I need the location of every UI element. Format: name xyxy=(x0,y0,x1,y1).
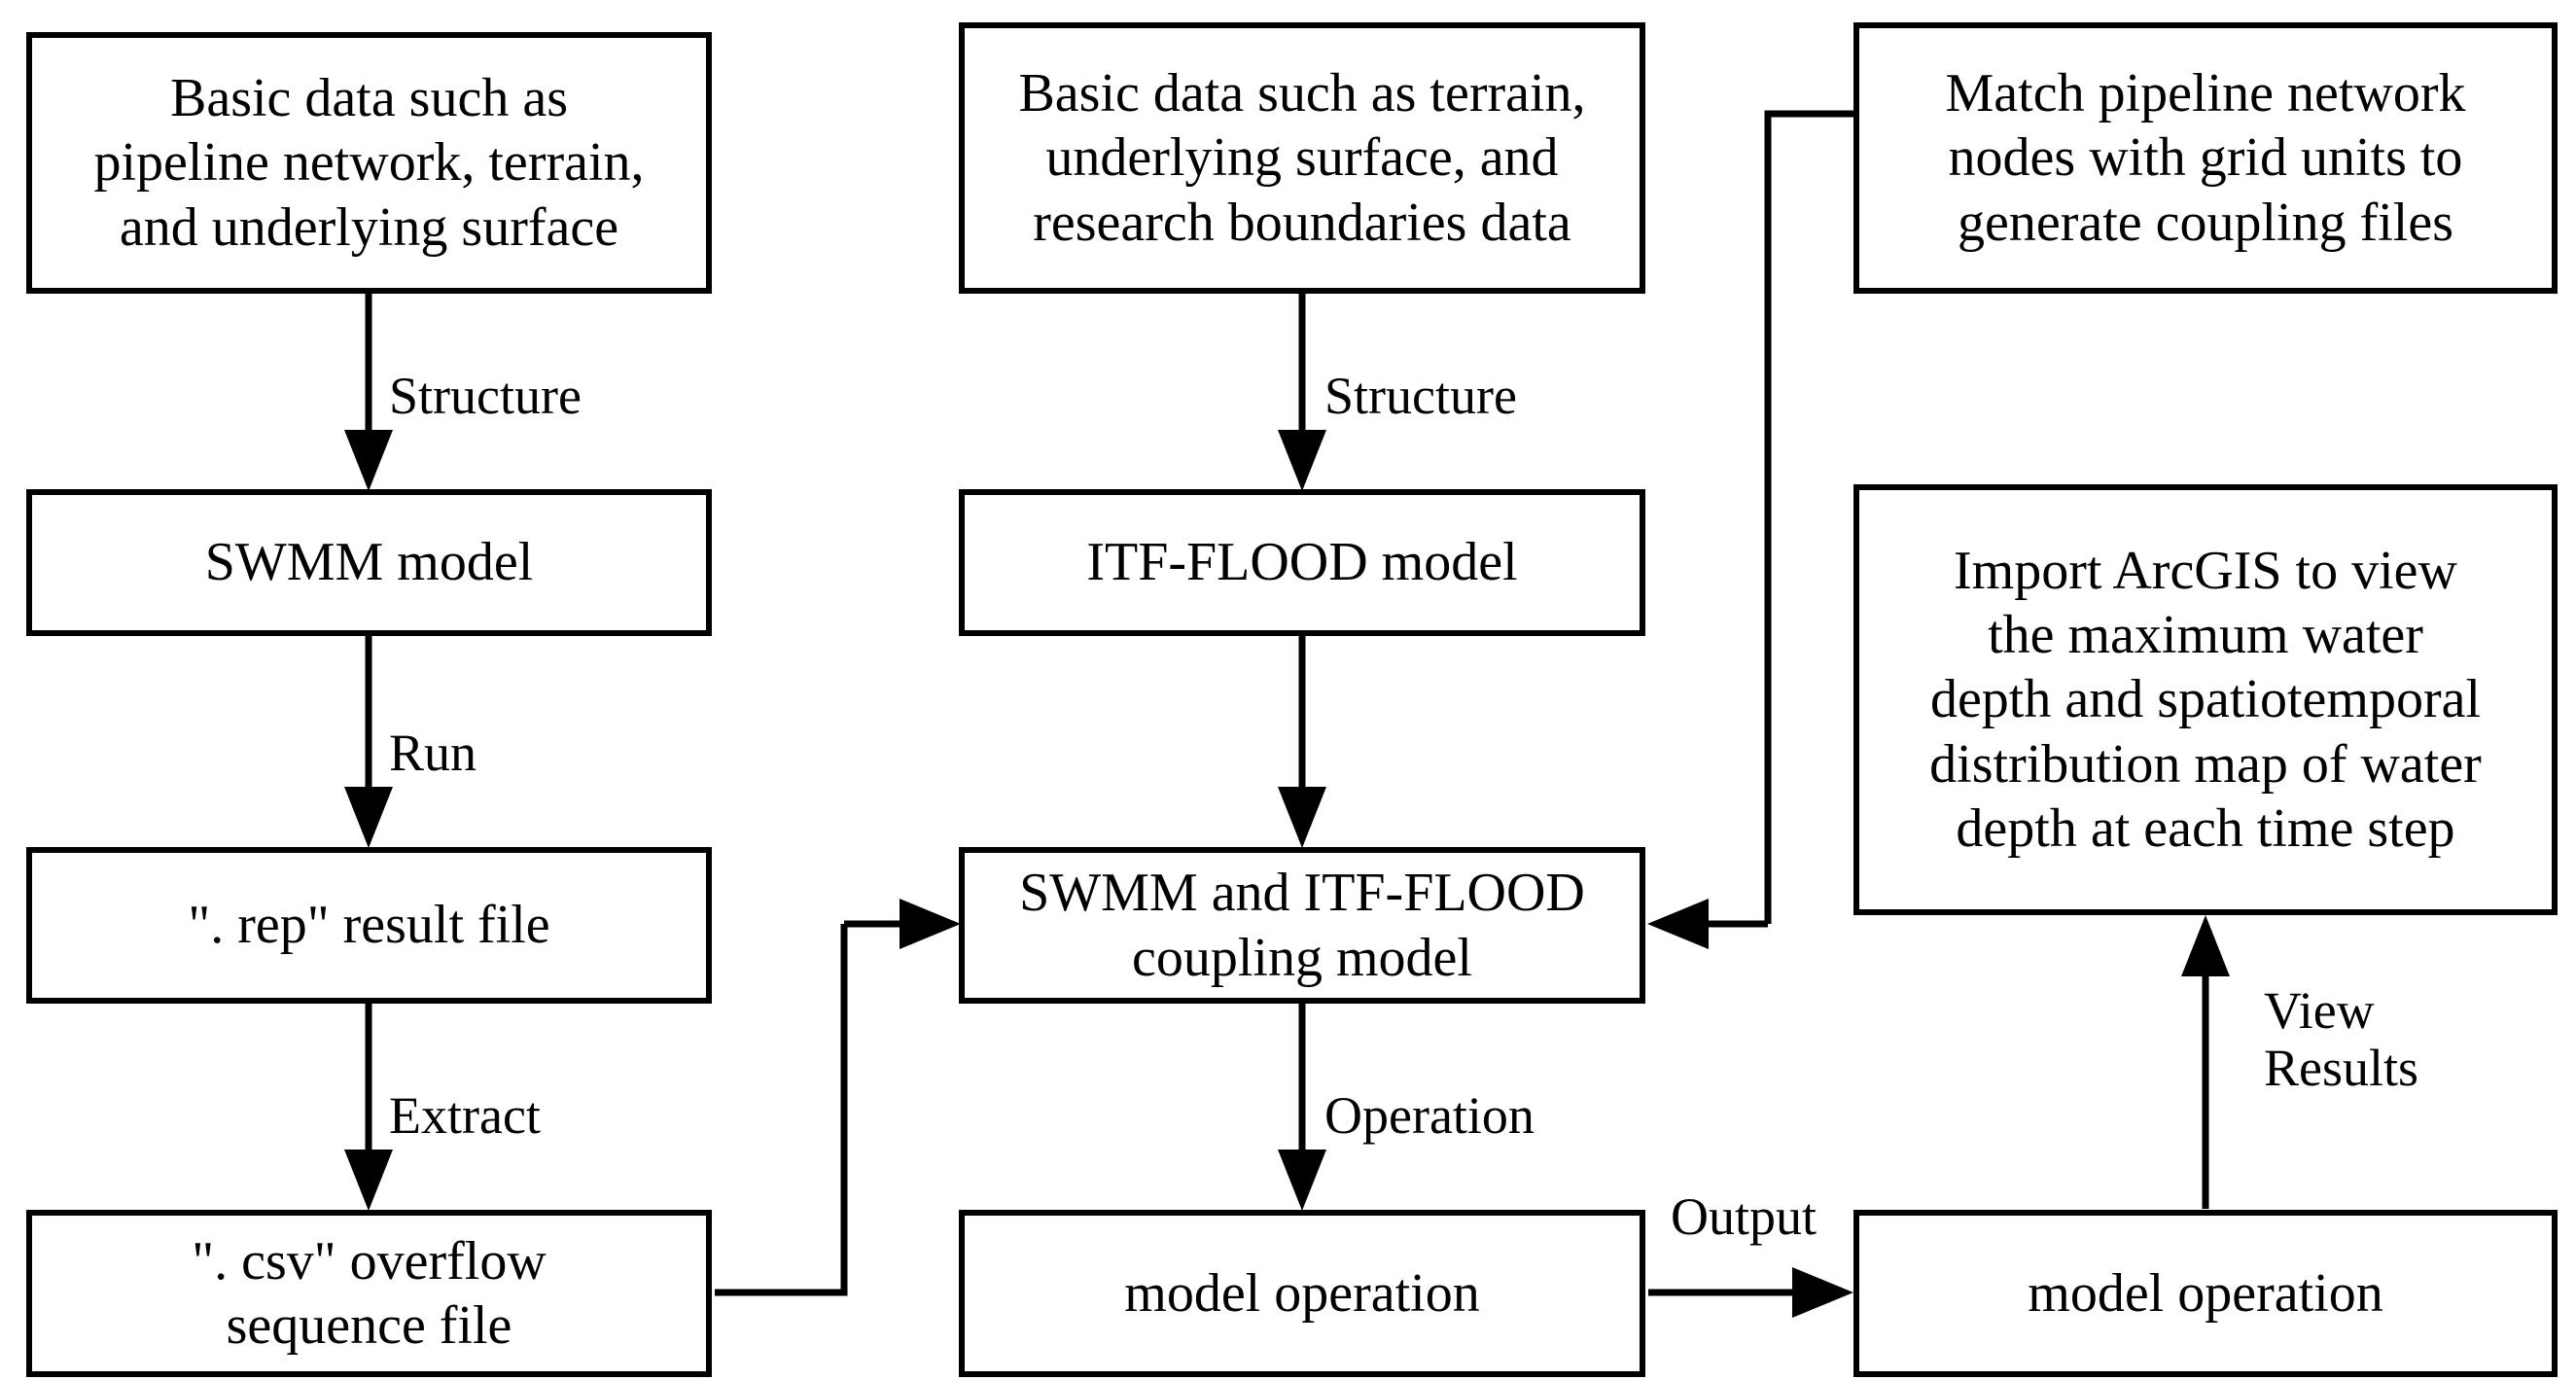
connector-right-operation-to-arcgis xyxy=(2181,915,2230,1209)
edge-label-left-run: Run xyxy=(389,724,477,782)
connector-swmm-to-rep xyxy=(344,636,393,848)
edge-label-left-extract: Extract xyxy=(389,1086,541,1145)
node-match-pipeline-nodes[interactable]: Match pipeline network nodes with grid u… xyxy=(1853,22,2558,294)
node-itf-flood-model[interactable]: ITF-FLOOD model xyxy=(959,489,1645,636)
connector-rep-to-csv xyxy=(344,1004,393,1211)
edge-label-mid-structure: Structure xyxy=(1324,367,1517,425)
node-csv-overflow-file[interactable]: ". csv" overflow sequence file xyxy=(26,1210,712,1377)
node-left-basic-data[interactable]: Basic data such as pipeline network, ter… xyxy=(26,32,712,294)
connector-operation-to-right-operation xyxy=(1648,1267,1853,1318)
connector-mid-basic-to-itf xyxy=(1278,294,1326,491)
connector-itf-to-coupling xyxy=(1278,636,1326,848)
node-coupling-model[interactable]: SWMM and ITF-FLOOD coupling model xyxy=(959,847,1645,1004)
node-arcgis-view[interactable]: Import ArcGIS to view the maximum water … xyxy=(1853,484,2558,915)
node-mid-basic-data[interactable]: Basic data such as terrain, underlying s… xyxy=(959,22,1645,294)
node-mid-model-operation[interactable]: model operation xyxy=(959,1210,1645,1377)
edge-label-left-structure: Structure xyxy=(389,367,582,425)
edge-label-view-results: View Results xyxy=(2264,981,2419,1098)
node-swmm-model[interactable]: SWMM model xyxy=(26,489,712,636)
connector-match-to-coupling xyxy=(1647,110,1853,949)
node-rep-result-file[interactable]: ". rep" result file xyxy=(26,847,712,1004)
connector-coupling-to-operation xyxy=(1278,1004,1326,1211)
edge-label-mid-operation: Operation xyxy=(1324,1086,1535,1145)
connector-left-basic-to-swmm xyxy=(344,294,393,491)
edge-label-output: Output xyxy=(1671,1187,1817,1246)
node-right-model-operation[interactable]: model operation xyxy=(1853,1210,2558,1377)
connector-csv-to-coupling xyxy=(715,899,961,1296)
